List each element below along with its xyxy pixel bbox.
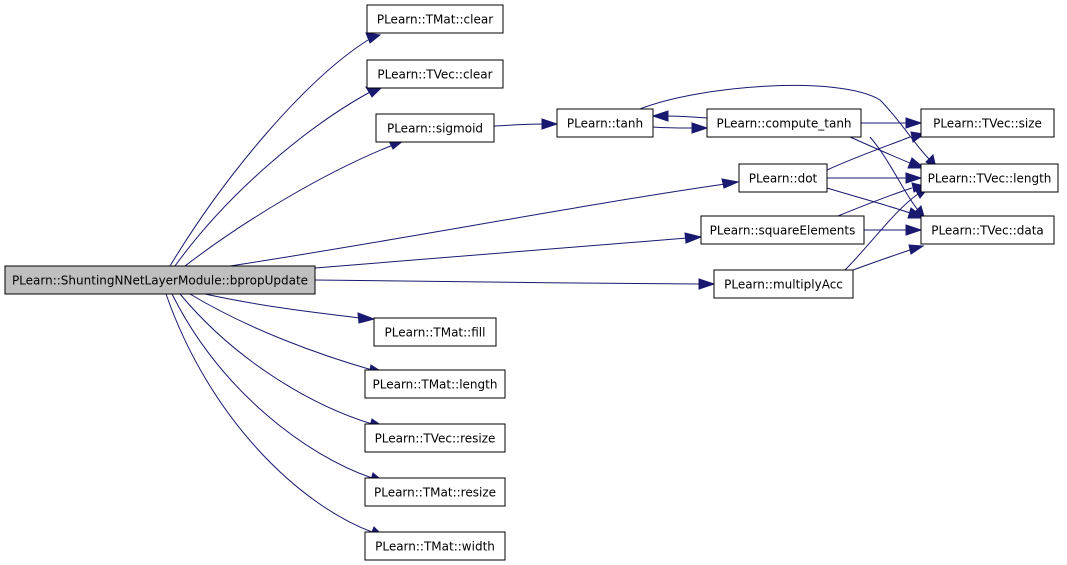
node-tanh[interactable]: PLearn::tanh: [556, 108, 654, 138]
edge-compute-tanh-to-tvec-size: [860, 117, 923, 129]
arrowhead-icon: [905, 224, 923, 236]
edge-line: [826, 187, 911, 214]
node-tmat-length[interactable]: PLearn::TMat::length: [364, 369, 506, 399]
node-tmat-clear[interactable]: PLearn::TMat::clear: [366, 4, 504, 34]
node-tvec-size[interactable]: PLearn::TVec::size: [920, 108, 1055, 138]
edge-line: [852, 249, 911, 271]
node-label: PLearn::TVec::resize: [375, 432, 496, 446]
edge-line: [849, 136, 911, 164]
edge-root-to-tmat-clear: [169, 32, 382, 267]
edge-root-to-multiply-acc: [314, 278, 716, 290]
arrowhead-icon: [357, 312, 376, 324]
edge-root-to-tmat-resize: [171, 293, 387, 484]
edge-line: [165, 293, 373, 533]
node-label: PLearn::TMat::length: [373, 378, 498, 392]
edge-line: [184, 144, 394, 267]
edge-root-to-square-elements: [314, 232, 703, 269]
node-tvec-length[interactable]: PLearn::TVec::length: [920, 163, 1059, 193]
arrowhead-icon: [365, 32, 382, 44]
node-label: PLearn::TMat::fill: [385, 326, 486, 340]
edge-line: [179, 293, 373, 425]
arrowhead-icon: [905, 172, 923, 184]
node-tvec-resize[interactable]: PLearn::TVec::resize: [364, 423, 506, 453]
edge-line: [493, 123, 544, 127]
node-multiply-acc[interactable]: PLearn::multiplyAcc: [713, 269, 854, 299]
node-tmat-resize[interactable]: PLearn::TMat::resize: [364, 477, 506, 507]
node-label: PLearn::TMat::clear: [377, 13, 493, 27]
edge-line: [844, 193, 919, 271]
edge-multiply-acc-to-tvec-data: [852, 244, 925, 271]
edge-compute-tanh-to-tanh: [651, 110, 708, 122]
node-label: PLearn::sigmoid: [387, 122, 483, 136]
edge-line: [666, 115, 708, 119]
edge-line: [314, 237, 688, 269]
edge-line: [826, 136, 911, 171]
node-tvec-data[interactable]: PLearn::TVec::data: [920, 215, 1055, 245]
node-label: PLearn::TVec::clear: [377, 68, 492, 82]
arrowhead-icon: [721, 178, 740, 189]
edge-line: [652, 126, 694, 129]
edge-root-to-tmat-width: [165, 293, 387, 539]
arrowhead-icon: [698, 278, 716, 290]
node-label: PLearn::TVec::data: [931, 224, 1044, 238]
edge-line: [171, 293, 373, 479]
arrowhead-icon: [691, 122, 709, 134]
arrowhead-icon: [651, 110, 669, 122]
edge-dot-to-tvec-length: [827, 172, 923, 184]
arrowhead-icon: [684, 232, 703, 244]
arrowhead-icon: [907, 157, 926, 169]
node-tvec-clear[interactable]: PLearn::TVec::clear: [366, 59, 504, 89]
edge-compute-tanh-to-tvec-length: [849, 136, 926, 169]
node-label: PLearn::squareElements: [710, 224, 856, 238]
edge-root-to-tvec-resize: [179, 293, 387, 430]
edge-line: [869, 136, 919, 211]
edge-root-to-sigmoid: [184, 138, 406, 267]
node-tmat-width[interactable]: PLearn::TMat::width: [364, 531, 506, 561]
node-label: PLearn::dot: [749, 172, 818, 186]
edge-root-to-tmat-fill: [204, 293, 376, 324]
arrowhead-icon: [541, 118, 559, 130]
node-compute-tanh[interactable]: PLearn::compute_tanh: [706, 108, 862, 138]
node-sigmoid[interactable]: PLearn::sigmoid: [375, 113, 495, 143]
edge-line: [229, 183, 726, 267]
node-label: PLearn::TMat::resize: [374, 486, 496, 500]
edge-square-elements-to-tvec-data: [863, 224, 923, 236]
node-label: PLearn::multiplyAcc: [724, 278, 843, 292]
edge-line: [169, 39, 369, 267]
node-label: PLearn::TVec::length: [928, 172, 1052, 186]
node-label: PLearn::tanh: [567, 117, 643, 131]
node-label: PLearn::ShuntingNNetLayerModule::bpropUp…: [12, 274, 308, 288]
node-square-elements[interactable]: PLearn::squareElements: [700, 215, 865, 245]
edge-root-to-tvec-clear: [174, 86, 384, 267]
arrowhead-icon: [907, 207, 926, 219]
edge-dot-to-tvec-data: [826, 187, 926, 219]
edge-sigmoid-to-tanh: [493, 118, 559, 130]
node-dot[interactable]: PLearn::dot: [738, 163, 828, 193]
arrowhead-icon: [908, 244, 925, 255]
node-root-bprop-update[interactable]: PLearn::ShuntingNNetLayerModule::bpropUp…: [4, 265, 316, 295]
edge-line: [174, 91, 371, 267]
edge-root-to-dot: [229, 178, 740, 267]
edge-line: [639, 85, 931, 161]
edge-line: [837, 187, 913, 217]
edge-line: [204, 293, 361, 319]
node-label: PLearn::compute_tanh: [716, 117, 851, 131]
edge-line: [314, 279, 701, 285]
arrowhead-icon: [905, 117, 923, 129]
node-tmat-fill[interactable]: PLearn::TMat::fill: [373, 317, 497, 347]
node-label: PLearn::TMat::width: [375, 540, 495, 554]
node-label: PLearn::TVec::size: [933, 117, 1042, 131]
edge-tanh-to-compute-tanh: [652, 122, 709, 134]
edge-line: [189, 293, 373, 371]
